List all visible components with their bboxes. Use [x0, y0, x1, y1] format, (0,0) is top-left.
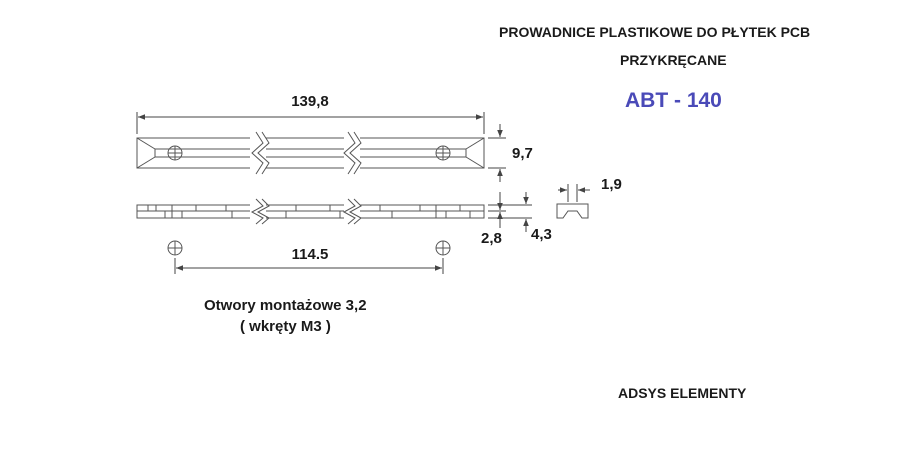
dim-height: 9,7 — [512, 145, 533, 162]
model-number: ABT - 140 — [625, 89, 722, 112]
title-line-1: PROWADNICE PLASTIKOWE DO PŁYTEK PCB — [499, 24, 811, 40]
dim-side-a: 2,8 — [481, 230, 502, 247]
title-line-2: PRZYKRĘCANE — [620, 52, 727, 68]
guide-top-view — [136, 131, 485, 175]
hole-position-marks — [167, 240, 451, 256]
dimension-lines — [136, 112, 590, 274]
dim-overall-length: 139,8 — [291, 93, 329, 110]
dim-profile-width: 1,9 — [601, 176, 622, 193]
guide-side-view — [136, 198, 485, 225]
dim-hole-spacing: 114.5 — [292, 246, 329, 263]
holes-note-line-1: Otwory montażowe 3,2 — [204, 297, 367, 314]
holes-note-line-2: ( wkręty M3 ) — [240, 318, 331, 335]
profile-cross-section — [556, 203, 589, 219]
company-name: ADSYS ELEMENTY — [618, 385, 747, 401]
dim-side-b: 4,3 — [531, 226, 552, 243]
